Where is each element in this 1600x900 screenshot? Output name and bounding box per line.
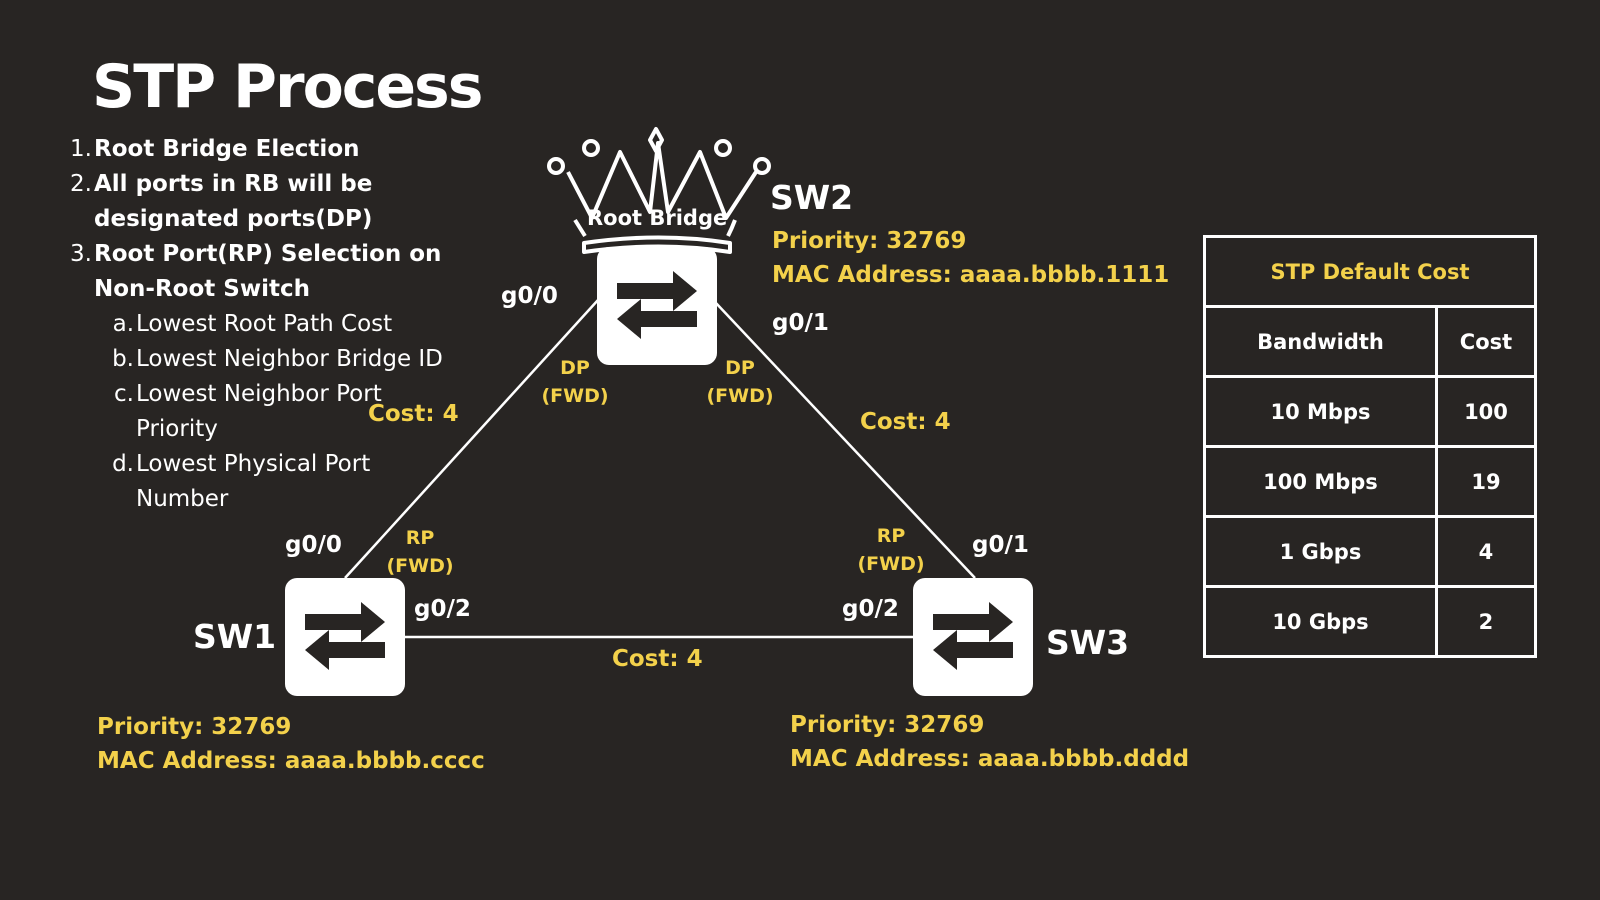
step-text: Root Port(RP) Selection on Non-Root Swit… xyxy=(94,241,442,302)
table-cell-bandwidth: 10 Gbps xyxy=(1203,585,1438,658)
sw1-switch-icon xyxy=(285,578,405,696)
sw2-switch-icon xyxy=(597,247,717,365)
crown-label: Root Bridge xyxy=(587,206,728,230)
role-text: DP xyxy=(725,357,755,379)
table-cell-bandwidth: 10 Mbps xyxy=(1203,375,1438,448)
substep-item: a. Lowest Root Path Cost xyxy=(108,307,496,342)
table-cell-cost: 100 xyxy=(1434,375,1538,448)
column-header-bandwidth: Bandwidth xyxy=(1203,305,1438,378)
sw1-info: Priority: 32769 MAC Address: aaaa.bbbb.c… xyxy=(97,710,485,778)
link-bottom-cost: Cost: 4 xyxy=(612,646,703,672)
step-number: 1. xyxy=(70,136,92,162)
step-text: Root Bridge Election xyxy=(94,136,360,162)
table-cell-cost: 2 xyxy=(1434,585,1538,658)
sw2-port-right: g0/1 xyxy=(772,310,829,336)
sw2-mac: MAC Address: aaaa.bbbb.1111 xyxy=(772,262,1170,288)
sw3-name: SW3 xyxy=(1046,623,1130,662)
sw2-role-left: DP (FWD) xyxy=(538,354,612,410)
substep-number: a. xyxy=(112,311,134,337)
sw2-port-left: g0/0 xyxy=(501,283,558,309)
substep-number: d. xyxy=(112,451,134,477)
step-item: 1. Root Bridge Election xyxy=(66,132,496,167)
step-number: 3. xyxy=(70,241,92,267)
role-text: RP xyxy=(876,525,906,547)
steps-list: 1. Root Bridge Election 2. All ports in … xyxy=(66,132,496,517)
crown-icon xyxy=(547,127,771,254)
sw1-mac: MAC Address: aaaa.bbbb.cccc xyxy=(97,748,485,774)
sw3-priority: Priority: 32769 xyxy=(790,712,985,738)
state-text: (FWD) xyxy=(541,385,609,407)
sw3-mac: MAC Address: aaaa.bbbb.dddd xyxy=(790,746,1190,772)
sw1-role-top: RP (FWD) xyxy=(383,524,457,580)
substep-text: Lowest Physical Port Number xyxy=(136,451,371,512)
substep-item: b. Lowest Neighbor Bridge ID xyxy=(108,342,496,377)
sw1-port-right: g0/2 xyxy=(414,596,471,622)
link-sw2-sw1 xyxy=(344,299,599,579)
state-text: (FWD) xyxy=(857,553,925,575)
page-title: STP Process xyxy=(92,52,483,122)
step-number: 2. xyxy=(70,171,92,197)
substep-number: b. xyxy=(112,346,134,372)
sw2-priority: Priority: 32769 xyxy=(772,228,967,254)
role-text: DP xyxy=(560,357,590,379)
table-cell-bandwidth: 100 Mbps xyxy=(1203,445,1438,518)
table-cell-cost: 19 xyxy=(1434,445,1538,518)
sw1-name: SW1 xyxy=(193,617,277,656)
column-header-cost: Cost xyxy=(1434,305,1538,378)
substep-text: Lowest Neighbor Port Priority xyxy=(136,381,382,442)
substep-text: Lowest Root Path Cost xyxy=(136,311,393,337)
table-row: 100 Mbps 19 xyxy=(1203,445,1538,518)
state-text: (FWD) xyxy=(706,385,774,407)
sw2-role-right: DP (FWD) xyxy=(703,354,777,410)
substep-number: c. xyxy=(114,381,134,407)
substep-item: c. Lowest Neighbor Port Priority xyxy=(108,377,496,447)
sw3-switch-icon xyxy=(913,578,1033,696)
link-sw2-sw3 xyxy=(714,301,976,579)
sw3-port-left: g0/2 xyxy=(842,596,899,622)
sw3-role-top: RP (FWD) xyxy=(854,522,928,578)
step-item: 2. All ports in RB will be designated po… xyxy=(66,167,496,237)
sw2-name: SW2 xyxy=(770,178,854,217)
step-text: All ports in RB will be designated ports… xyxy=(94,171,373,232)
cost-table-title: STP Default Cost xyxy=(1203,235,1537,308)
sw3-port-top: g0/1 xyxy=(972,532,1029,558)
link-right-cost: Cost: 4 xyxy=(860,409,951,435)
role-text: RP xyxy=(405,527,435,549)
sw1-priority: Priority: 32769 xyxy=(97,714,292,740)
stp-cost-table: STP Default Cost Bandwidth Cost 10 Mbps … xyxy=(1203,235,1538,658)
substep-text: Lowest Neighbor Bridge ID xyxy=(136,346,443,372)
substep-item: d. Lowest Physical Port Number xyxy=(108,447,496,517)
sw3-info: Priority: 32769 MAC Address: aaaa.bbbb.d… xyxy=(790,708,1189,776)
step-item: 3. Root Port(RP) Selection on Non-Root S… xyxy=(66,237,496,307)
link-left-cost: Cost: 4 xyxy=(368,401,459,427)
sw1-port-top: g0/0 xyxy=(285,532,342,558)
table-cell-cost: 4 xyxy=(1434,515,1538,588)
table-row: 10 Gbps 2 xyxy=(1203,585,1538,658)
table-header-row: Bandwidth Cost xyxy=(1203,305,1538,378)
table-row: 10 Mbps 100 xyxy=(1203,375,1538,448)
table-cell-bandwidth: 1 Gbps xyxy=(1203,515,1438,588)
state-text: (FWD) xyxy=(386,555,454,577)
table-row: 1 Gbps 4 xyxy=(1203,515,1538,588)
sw2-info: Priority: 32769 MAC Address: aaaa.bbbb.1… xyxy=(772,224,1169,292)
